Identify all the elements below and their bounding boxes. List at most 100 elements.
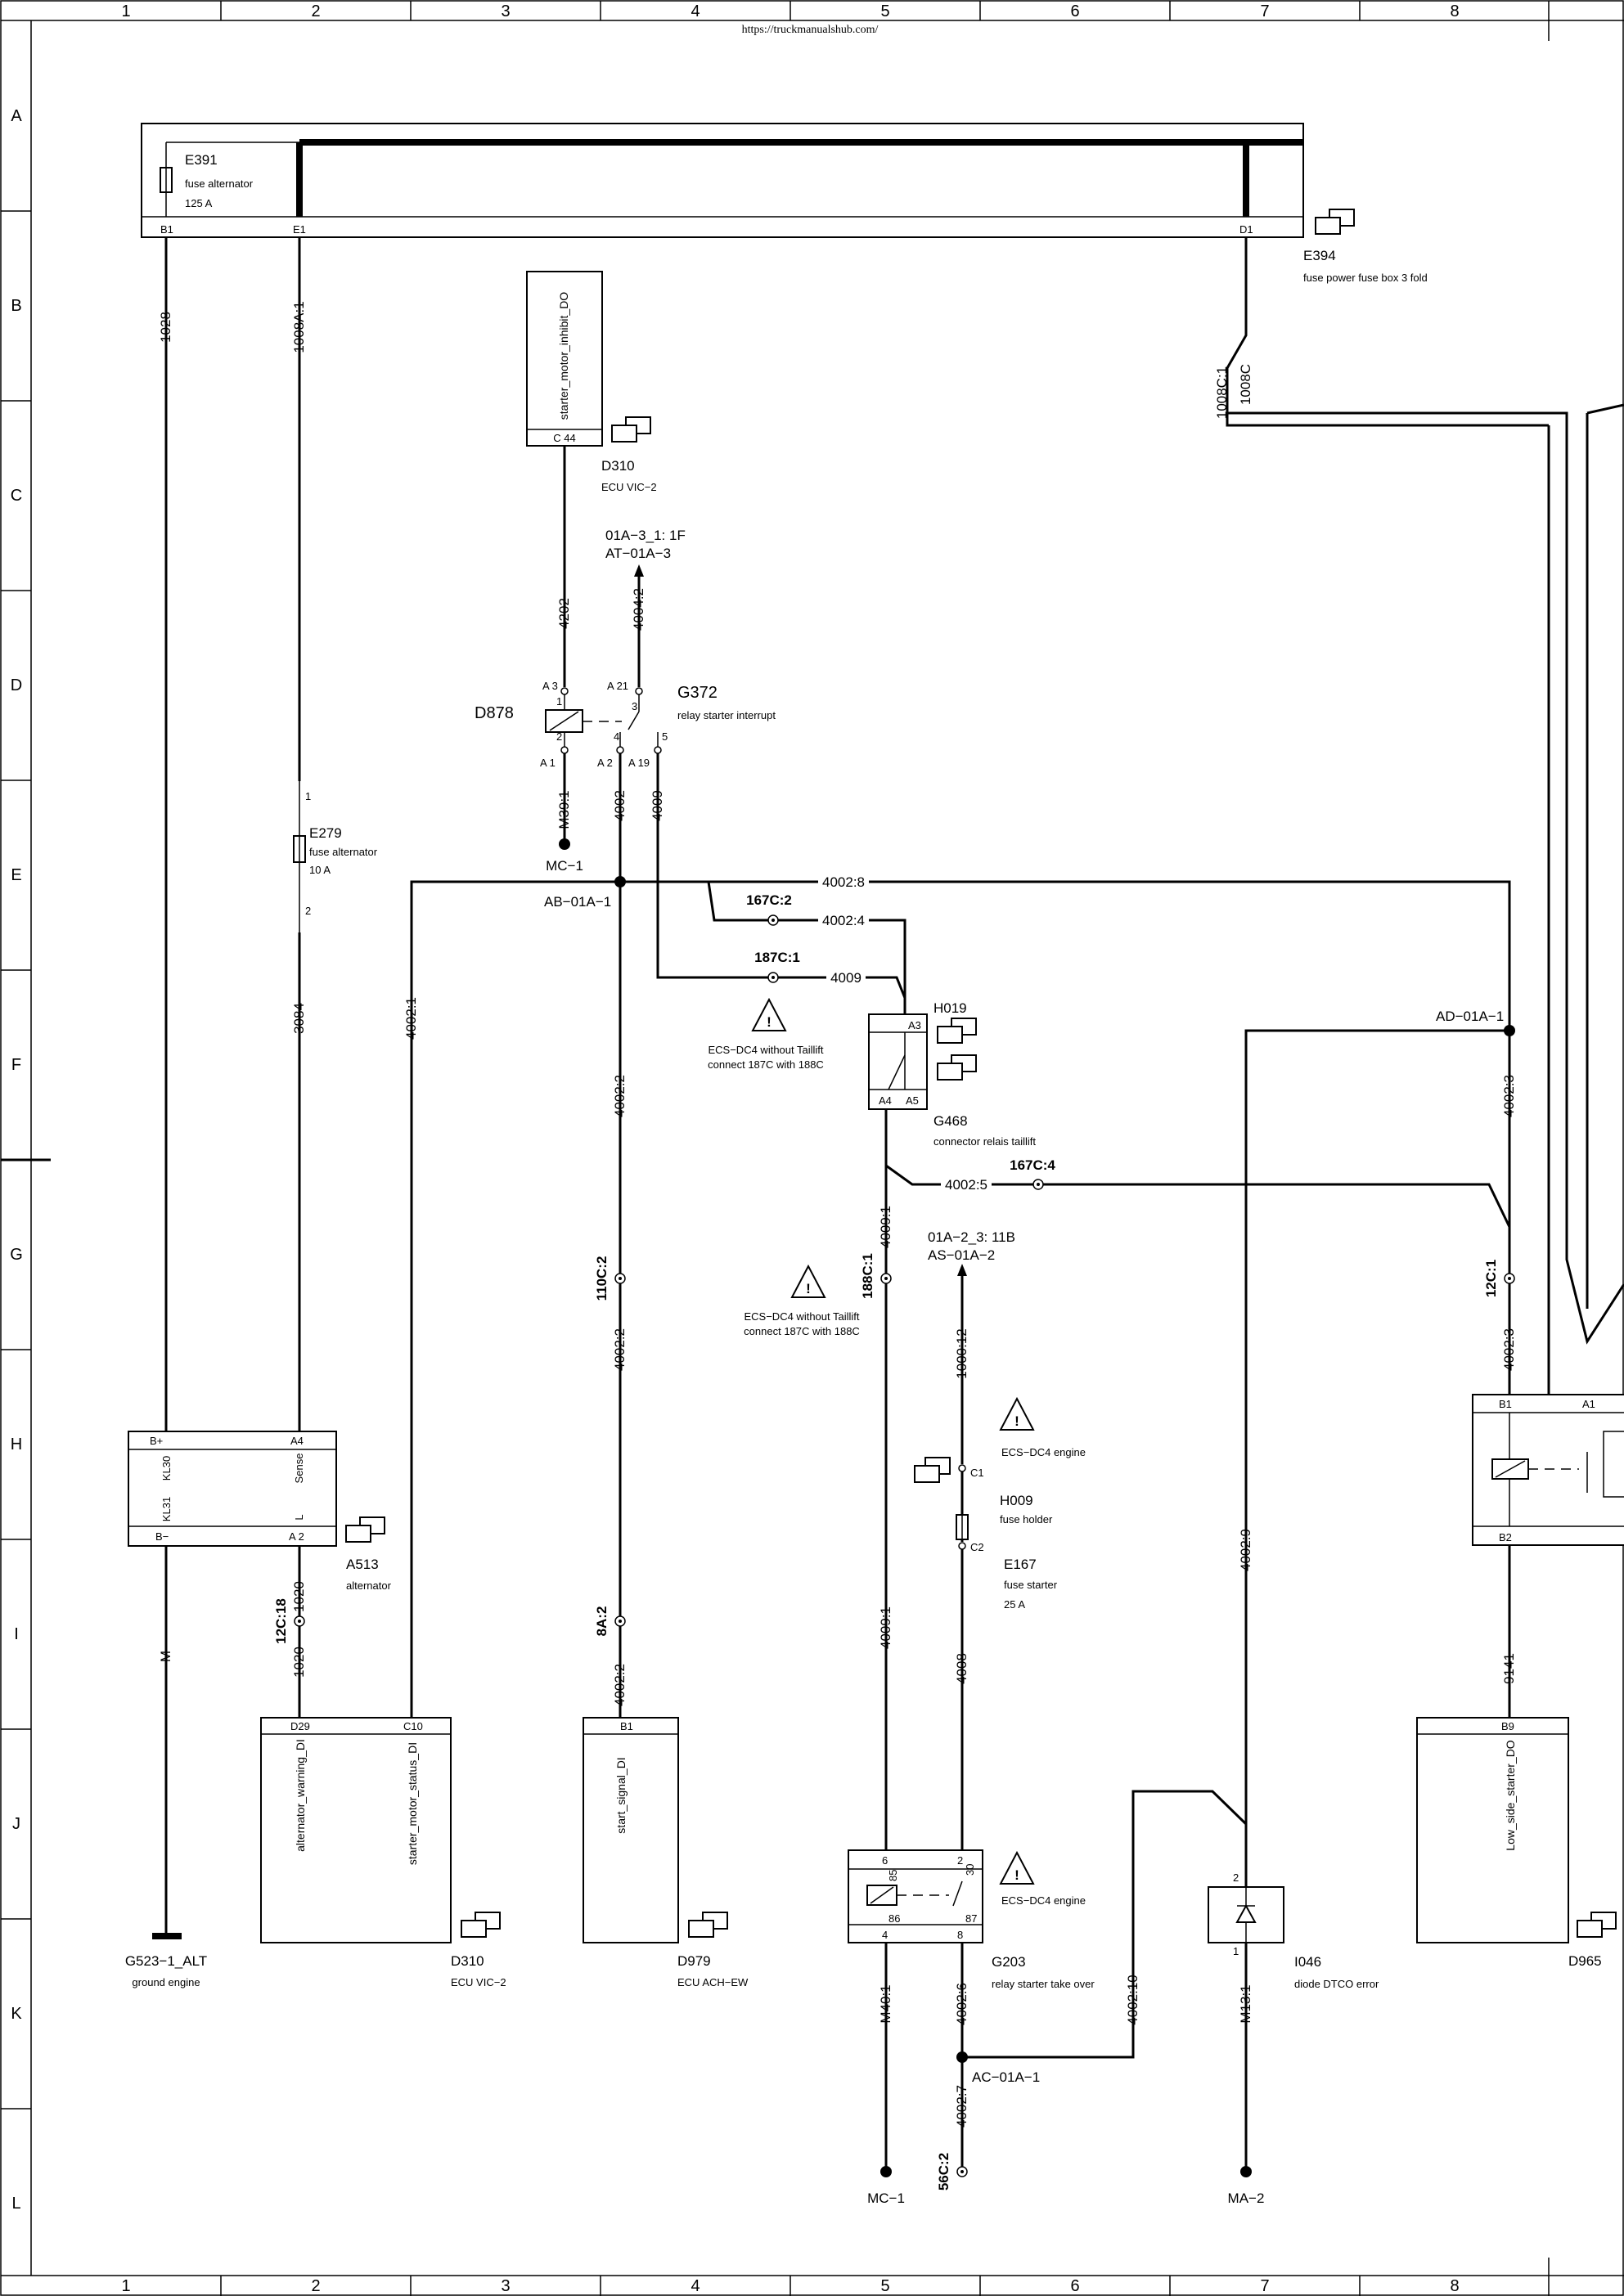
connector-symbol-icon (461, 1912, 501, 1938)
connector-symbol-icon (1577, 1912, 1617, 1938)
wire-label: 4004:2 (631, 588, 646, 631)
wire-4009 (656, 753, 769, 979)
pin-label: A 3 (542, 680, 558, 692)
note-line: ECS−DC4 engine (1001, 1446, 1086, 1458)
pin-label: KL31 (160, 1497, 173, 1521)
e279-id: E279 (309, 825, 342, 841)
col-label: 5 (880, 2277, 889, 2295)
pin-label: 2 (556, 730, 562, 743)
ecu-d310-top: starter_motor_inhibit_DO C 44 D310 ECU V… (526, 271, 657, 493)
row-label: C (11, 487, 22, 505)
wire-label: 9141 (1501, 1653, 1517, 1684)
row-label: F (11, 1056, 21, 1074)
col-label: 4 (691, 2277, 700, 2295)
pin-label: A1 (1582, 1398, 1595, 1410)
row-labels: A B C D E F G H I J K L (10, 107, 23, 2213)
warning-icon (751, 997, 787, 1031)
row-label: K (11, 2005, 22, 2023)
svg-text:!: ! (1014, 1867, 1019, 1883)
d979-id: D979 (677, 1953, 711, 1969)
col-label: 3 (501, 2277, 510, 2295)
signal-label: Low_side_starter_DO (1504, 1740, 1517, 1851)
wire-label: 4002:1 (403, 997, 419, 1040)
row-label: D (11, 676, 22, 694)
connector-label: 188C:1 (860, 1253, 875, 1299)
wire-1008c-branch (1227, 411, 1624, 1345)
wire-label: M39:1 (556, 790, 572, 829)
connector-label: 167C:2 (746, 892, 792, 908)
wire-label: 1008C:1 (1214, 366, 1230, 419)
ecu-d965: B9 Low_side_starter_DO D965 (1416, 1717, 1617, 1969)
connector-label: 187C:1 (754, 950, 800, 965)
connector-symbol-icon (688, 1912, 728, 1938)
ecu-d979: B1 start_signal_DI D979 ECU ACH−EW (583, 1717, 749, 1988)
pin-label: B1 (1499, 1398, 1512, 1410)
pin-label: B2 (1499, 1531, 1512, 1543)
e279-rating: 10 A (309, 864, 331, 876)
node-label: AC−01A−1 (972, 2069, 1040, 2085)
wire-label: 4009 (830, 970, 861, 986)
arrow-up-icon (634, 564, 644, 577)
d878-id: D878 (475, 704, 514, 722)
i046-desc: diode DTCO error (1294, 1978, 1379, 1990)
wire-label: 4009 (650, 790, 665, 821)
e167-desc: fuse starter (1004, 1579, 1058, 1591)
diode-i046: 2 1 I046 diode DTCO error (1208, 1871, 1379, 1990)
wire-label: 4002:3 (1501, 1328, 1517, 1371)
wire-4009-b (769, 976, 906, 999)
pin-label: Sense (293, 1454, 305, 1484)
wire-label: 4002:8 (822, 874, 865, 890)
warning-note-3: ! ECS−DC4 engine (999, 1396, 1086, 1458)
ref-at-line2: AT−01A−3 (605, 546, 671, 561)
wire-label: M (158, 1651, 173, 1662)
node-label: AB−01A−1 (544, 894, 611, 910)
g372-desc: relay starter interrupt (677, 709, 776, 721)
e394-id: E394 (1303, 248, 1336, 263)
warning-icon (999, 1850, 1035, 1885)
wire-label: 4008 (954, 1653, 969, 1684)
wire-label: 4009:1 (878, 1606, 893, 1649)
ecu-d310-bottom: D29 C10 alternator_warning_DI starter_mo… (260, 1717, 506, 1988)
wire-label: 4002:3 (1501, 1075, 1517, 1117)
col-label: 1 (121, 2, 130, 20)
row-label: L (11, 2195, 20, 2213)
pin-label: 2 (305, 905, 311, 917)
pin-label: A5 (906, 1094, 919, 1107)
row-label: H (11, 1436, 22, 1454)
pin-label: C1 (970, 1467, 984, 1479)
d310-desc: ECU VIC−2 (451, 1976, 506, 1988)
col-label: 2 (311, 2277, 320, 2295)
signal-label: starter_motor_status_DI (406, 1742, 419, 1865)
node-label: MC−1 (546, 858, 583, 874)
pin-label: 5 (662, 730, 668, 743)
pin-label: 2 (1233, 1871, 1239, 1884)
wire-label: 1000:12 (954, 1328, 969, 1378)
relay-right-partial: B1 A1 B2 (1472, 1394, 1624, 1546)
pin-label: C2 (970, 1541, 984, 1553)
pin-label: 1 (556, 695, 562, 708)
warning-icon (999, 1396, 1035, 1431)
g372-id: G372 (677, 684, 718, 702)
pin-label: 6 (882, 1854, 888, 1867)
pin-label: A 2 (289, 1530, 304, 1543)
pin-label: 87 (965, 1912, 977, 1925)
col-label: 2 (311, 2, 320, 20)
col-label: 7 (1260, 2, 1269, 20)
wire-label: 1020 (291, 1581, 307, 1612)
wire-label: 4002:7 (954, 2085, 969, 2128)
pin-label: A 19 (628, 757, 650, 769)
pin-label: L (293, 1514, 305, 1520)
d310-desc: ECU VIC−2 (601, 481, 657, 493)
wire-label: 4002:5 (945, 1177, 987, 1193)
g203-id: G203 (992, 1954, 1026, 1970)
warning-note-2: ! ECS−DC4 without Taillift connect 187C … (744, 1264, 860, 1337)
ref-at-line1: 01A−3_1: 1F (605, 528, 686, 543)
pin-label: 1 (1233, 1945, 1239, 1957)
connector-label: 8A:2 (594, 1606, 610, 1637)
pin-label: 4 (614, 730, 619, 743)
wire-4002-5 (885, 1164, 1511, 1228)
note-line: ECS−DC4 without Taillift (708, 1044, 823, 1056)
fuse-holder-h009: C1 C2 H009 fuse holder E167 fuse starter… (914, 1457, 1058, 1611)
pin-label: B9 (1501, 1720, 1514, 1732)
col-label: 1 (121, 2277, 130, 2295)
